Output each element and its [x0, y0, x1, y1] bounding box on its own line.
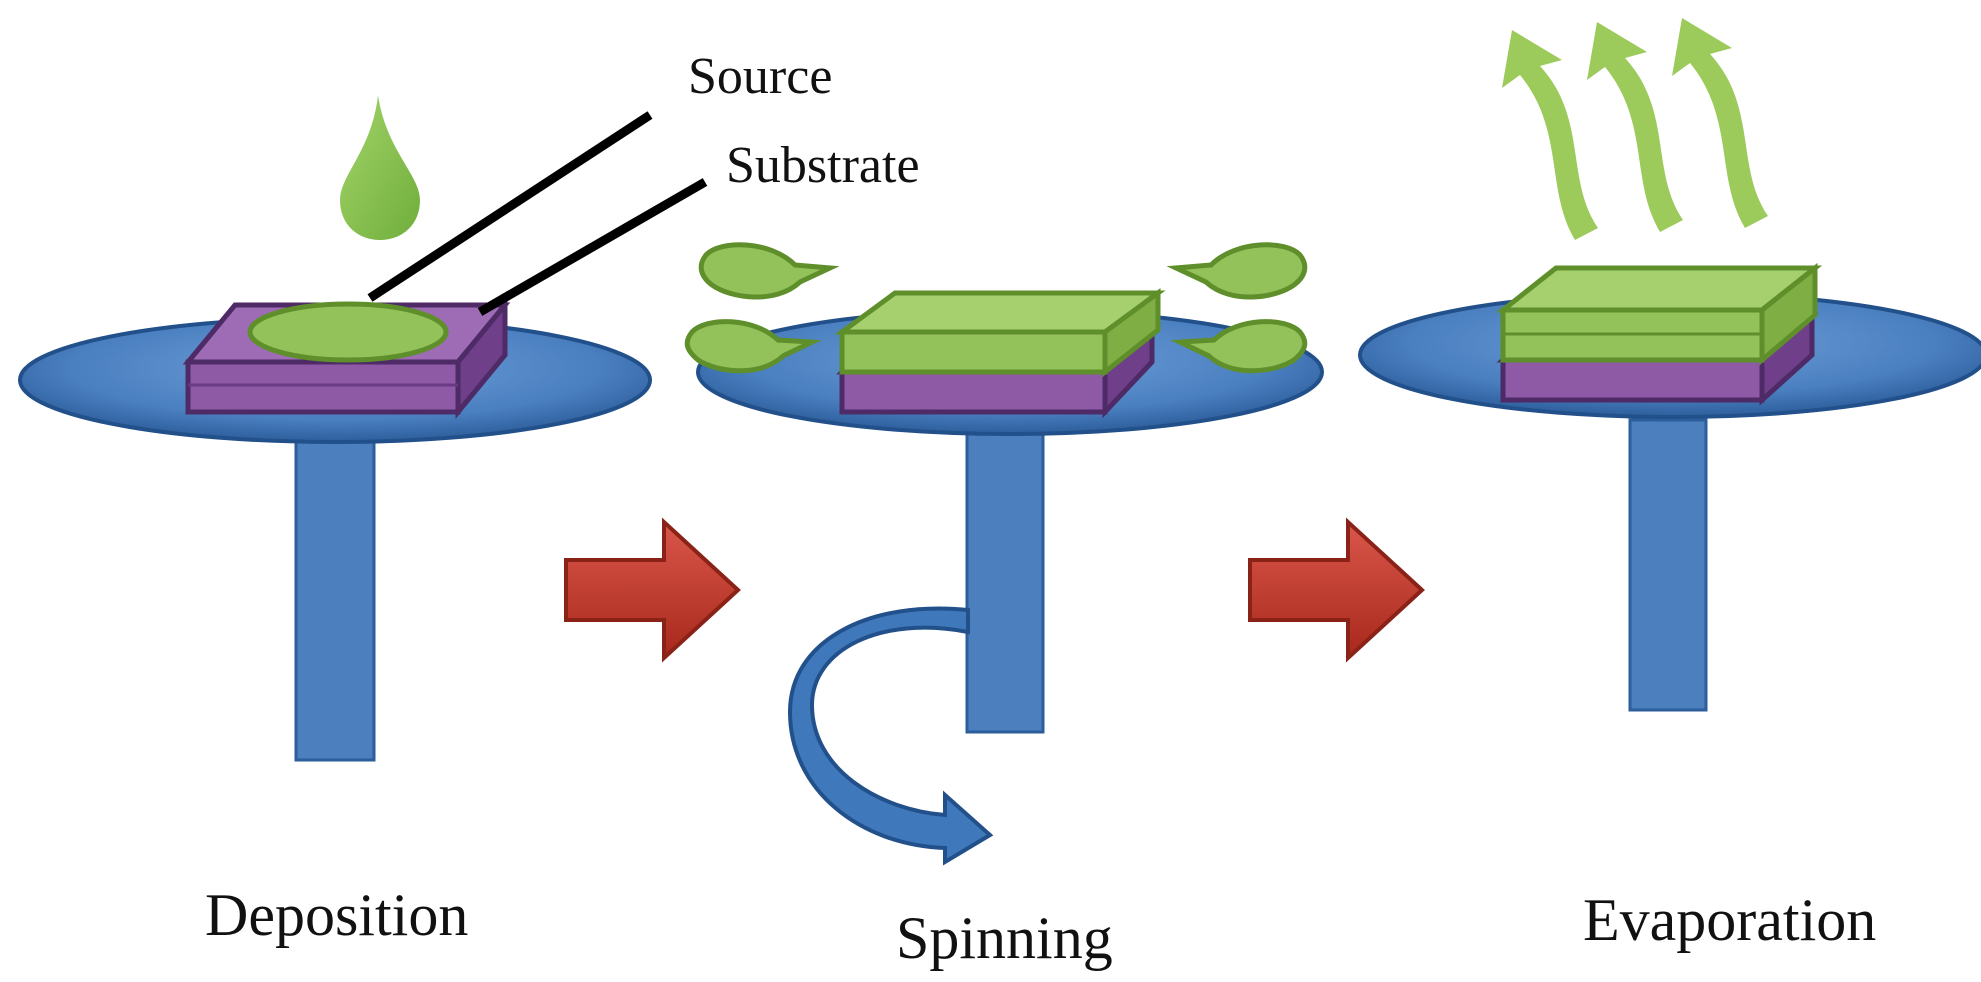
spin-shaft: [1628, 418, 1708, 712]
vapor-arrow-icon: [1672, 18, 1768, 228]
stage-evaporation: Evaporation: [1358, 18, 1981, 953]
source-leader-line: [367, 111, 653, 302]
process-arrow-icon: [564, 517, 741, 663]
substrate-leader-line: [477, 178, 708, 316]
source-label: Source: [688, 48, 832, 105]
stage-label-evaporation: Evaporation: [1583, 887, 1876, 953]
flying-droplet: [698, 242, 840, 300]
flying-droplet: [684, 319, 822, 374]
rotation-arrow-icon: [787, 606, 994, 866]
spin-shaft: [294, 418, 376, 762]
droplet-icon: [340, 95, 420, 240]
film-layer: [834, 288, 1166, 378]
source-puddle: [247, 301, 449, 363]
flying-droplet: [1170, 319, 1308, 374]
stage-label-spinning: Spinning: [896, 905, 1113, 971]
vapor-arrow-icon: [1587, 22, 1683, 232]
vapor-arrow-icon: [1502, 30, 1598, 240]
vapor-arrows: [1502, 18, 1768, 240]
process-arrow-icon: [1248, 517, 1425, 663]
stage-spinning: Spinning: [684, 242, 1324, 971]
substrate-label: Substrate: [726, 137, 920, 194]
spin-shaft: [965, 418, 1045, 734]
flying-droplets: [684, 242, 1308, 374]
stage-label-deposition: Deposition: [205, 882, 468, 948]
stage-deposition: Source Substrate Deposition: [18, 48, 920, 948]
film-layer: [1495, 262, 1823, 366]
flying-droplet: [1166, 242, 1308, 300]
